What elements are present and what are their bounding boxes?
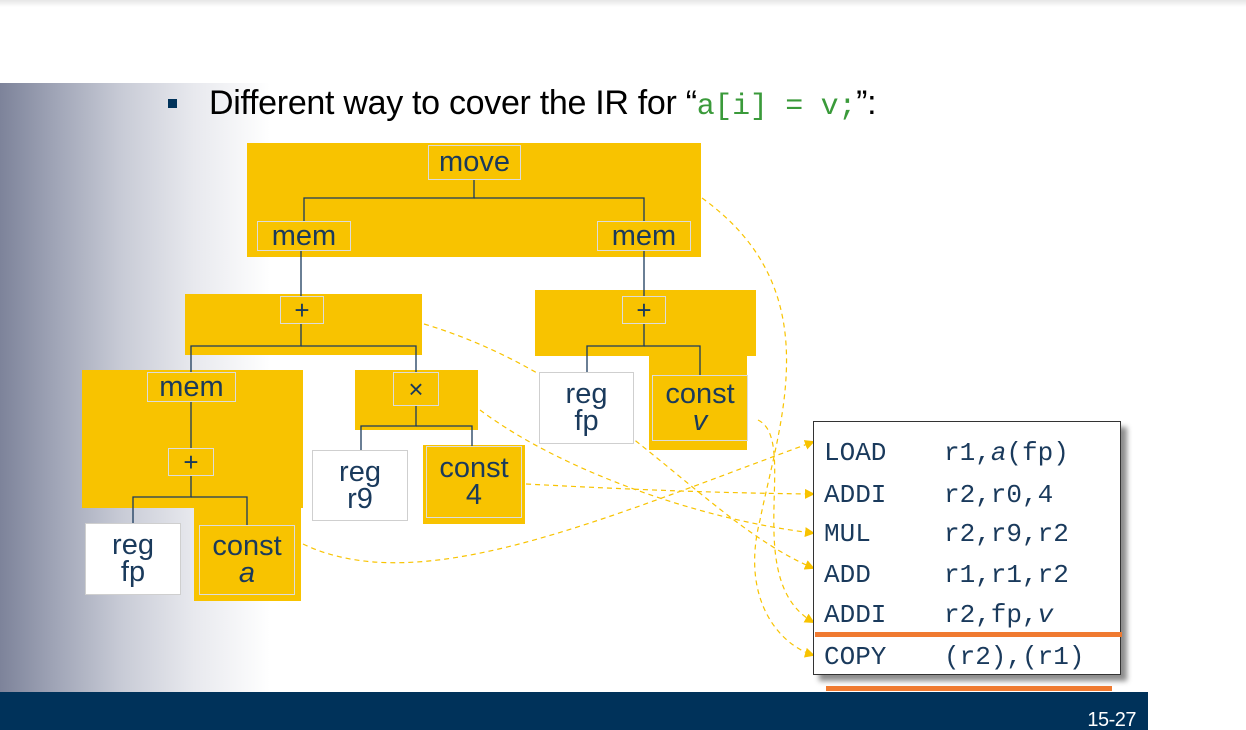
- node-mem-left: mem: [257, 221, 351, 251]
- code-args: r2,r0,4: [944, 480, 1054, 510]
- headline-prefix: Different way to cover the IR for “: [209, 84, 697, 122]
- edge-plus-inner-reg-fp: [132, 476, 192, 523]
- code-args-italic: a: [990, 438, 1007, 468]
- node-reg-r9: reg r9: [312, 450, 408, 521]
- code-line-load: LOAD r1,a(fp): [824, 433, 1069, 473]
- edge-plus-right-reg-fp: [586, 324, 645, 372]
- node-reg-fp-left: reg fp: [85, 523, 181, 595]
- tile-const-4: [423, 445, 525, 524]
- node-plus-inner: +: [168, 448, 214, 476]
- node-times: ×: [393, 372, 439, 406]
- edge-times-const-4: [416, 425, 473, 446]
- const-a-word: const: [212, 530, 282, 562]
- edge-plus-left-mem-inner: [190, 324, 302, 372]
- code-args-tail: (fp): [1006, 438, 1069, 468]
- code-line-copy: COPY (r2),(r1): [824, 637, 1084, 677]
- code-args: (r2),(r1): [944, 642, 1085, 672]
- tree-edges: [132, 180, 701, 525]
- page-number: 15-27: [1087, 709, 1136, 730]
- node-plus-left: +: [280, 296, 324, 324]
- code-op: COPY: [824, 642, 887, 672]
- code-args: r2,r9,r2: [944, 519, 1069, 549]
- node-plus-right: +: [622, 296, 666, 324]
- code-args: r1,: [944, 438, 991, 468]
- tile-move: [247, 143, 701, 257]
- code-op: ADDI: [824, 600, 887, 630]
- code-op: MUL: [824, 519, 871, 549]
- tile-plus-left: [185, 294, 422, 355]
- headline-code: a[i] = v;: [696, 90, 857, 124]
- const-v-word: const: [665, 378, 735, 410]
- arrow-const-4-to-addi: [525, 483, 815, 499]
- arrow-plus-left-to-add: [423, 323, 815, 570]
- edge-move-mem-left: [303, 180, 475, 221]
- code-line-addi: ADDI r2,r0,4: [824, 475, 1053, 515]
- const-a-name: a: [238, 557, 256, 589]
- edge-move-mem-right: [474, 197, 645, 221]
- code-op: ADDI: [824, 480, 887, 510]
- footer-bar: 15-27: [0, 692, 1148, 730]
- slide-headline: Different way to cover the IR for “a[i] …: [209, 84, 877, 124]
- code-args: r1,r1,r2: [944, 560, 1069, 590]
- top-strip: [0, 0, 1246, 7]
- arrow-const-a-to-load: [302, 440, 815, 564]
- node-mem-inner: mem: [147, 372, 236, 402]
- const-v-name: v: [692, 405, 708, 437]
- code-args-italic: v: [1037, 600, 1054, 630]
- tile-const-v: [649, 356, 747, 450]
- code-line-mul: MUL r2,r9,r2: [824, 514, 1069, 554]
- edge-times-reg-r9: [360, 406, 417, 450]
- code-op: ADD: [824, 560, 871, 590]
- edge-plus-left-times: [301, 345, 417, 372]
- arrow-const-v-to-addi2: [757, 419, 815, 624]
- code-op: LOAD: [824, 438, 887, 468]
- node-move: move: [428, 145, 521, 180]
- highlight-line-copy-bottom: [826, 686, 1112, 691]
- bullet-icon: [168, 99, 177, 108]
- node-mem-right: mem: [597, 221, 691, 251]
- cover-arrows: [302, 197, 815, 658]
- node-const-4: const 4: [426, 446, 522, 518]
- highlight-line-copy-top: [815, 632, 1122, 637]
- code-args: r2,fp,: [944, 600, 1038, 630]
- headline-suffix: ”:: [856, 84, 877, 122]
- node-reg-fp-right: reg fp: [539, 372, 634, 444]
- tile-mem-inner: [82, 370, 303, 508]
- arrow-times-to-mul: [479, 409, 815, 538]
- code-line-addi-v: ADDI r2,fp,v: [824, 595, 1053, 635]
- edge-plus-right-const-v: [644, 345, 701, 375]
- edge-plus-inner-const-a: [191, 496, 248, 525]
- code-line-add: ADD r1,r1,r2: [824, 555, 1069, 595]
